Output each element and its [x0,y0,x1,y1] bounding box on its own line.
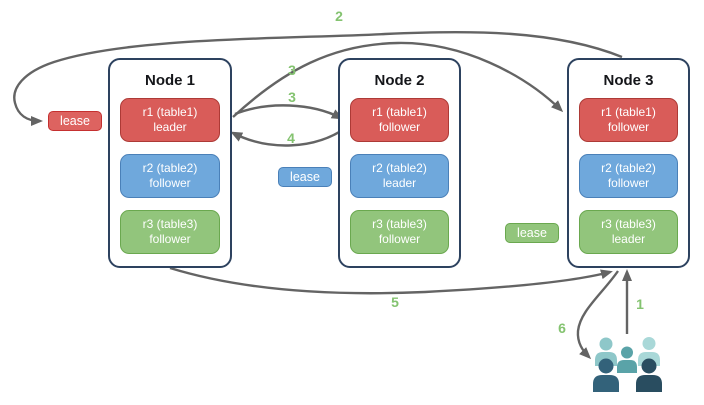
node-2-replica-r3: r3 (table3) follower [350,210,449,254]
node-3-replica-r2: r2 (table2) follower [579,154,678,198]
node-2: Node 2 r1 (table1) follower r2 (table2) … [338,58,461,268]
lease-badge-r2: lease [278,167,332,187]
arrow-step-2 [13,30,623,126]
lease-badge-r3: lease [505,223,559,243]
replica-name: r3 (table3) [601,217,656,231]
replica-name: r2 (table2) [142,161,198,175]
step-label-3a: 3 [288,62,296,78]
replica-role: leader [382,176,417,190]
node-3-replica-r3: r3 (table3) leader [579,210,678,254]
replica-name: r3 (table3) [372,217,427,231]
step-label-3b: 3 [288,89,296,105]
replica-role: leader [153,120,187,134]
step-label-6: 6 [558,320,566,336]
users-icon [593,337,662,392]
replica-role: follower [607,120,650,134]
replica-role: follower [378,232,421,246]
replica-role: follower [378,120,421,134]
node-1-title: Node 1 [144,72,195,89]
arrow-step-4 [230,126,348,147]
replica-role: follower [149,232,191,246]
node-3-title: Node 3 [603,72,654,89]
node-1-replica-r3: r3 (table3) follower [120,210,220,254]
node-2-replica-r2: r2 (table2) leader [350,154,449,198]
replica-role: leader [611,232,646,246]
node-1: Node 1 r1 (table1) leader r2 (table2) fo… [108,58,232,268]
step-label-2: 2 [335,8,343,24]
arrow-step-3-to-node3 [232,41,564,118]
arrow-step-5 [169,266,613,295]
node-2-replica-r1: r1 (table1) follower [350,98,449,142]
replica-name: r1 (table1) [372,105,427,119]
step-label-1: 1 [636,296,644,312]
replica-name: r2 (table2) [601,161,656,175]
lease-badge-r1: lease [48,111,102,131]
replica-name: r1 (table1) [601,105,656,119]
replica-role: follower [607,176,650,190]
step-label-4: 4 [287,130,295,146]
node-3-replica-r1: r1 (table1) follower [579,98,678,142]
node-1-replica-r1: r1 (table1) leader [120,98,220,142]
node-2-title: Node 2 [374,72,425,89]
node-1-replica-r2: r2 (table2) follower [120,154,220,198]
step-label-5: 5 [391,294,399,310]
replica-name: r2 (table2) [372,161,427,175]
arrow-step-3-to-node2 [234,104,344,120]
replica-name: r1 (table1) [142,105,198,119]
replica-role: follower [149,176,191,190]
replica-name: r3 (table3) [142,217,198,231]
arrow-step-6 [576,270,619,360]
node-3: Node 3 r1 (table1) follower r2 (table2) … [567,58,690,268]
